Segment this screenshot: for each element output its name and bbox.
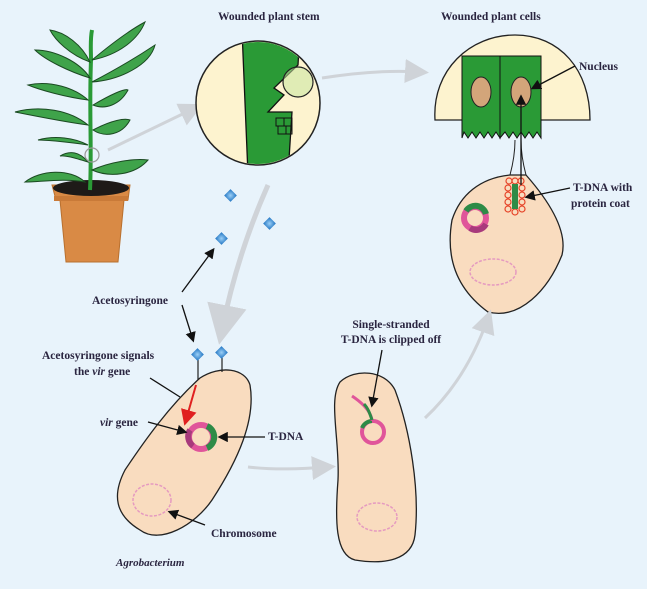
label-clipped-1: Single-stranded [352,319,430,331]
label-agrobacterium: Agrobacterium [116,557,185,569]
chromosome-coil-mid [356,502,398,532]
label-acetosyringone: Acetosyringone [92,295,169,307]
label-vir-gene-post: gene [112,417,139,429]
title-wounded-plant-stem: Wounded plant stem [218,11,320,23]
label-vir-gene: vir gene [100,416,138,430]
agrobacterium-cell [116,346,252,536]
label-vir-gene-it: vir [100,417,113,429]
bacterium-clipping [333,372,417,563]
acetosyringone-molecules [215,189,276,245]
pointer-arrows [147,65,576,526]
label-clipped-2: T-DNA is clipped off [340,334,442,346]
label-tdna-protein-coat-1: T-DNA with [573,182,633,194]
potted-plant [14,20,156,263]
label-chromosome: Chromosome [211,528,277,540]
label-signals-post: gene [105,366,131,378]
chromosome-coil [469,258,517,286]
process-arrow-to-middle-bacterium [247,456,336,481]
label-tdna-protein-coat-2: protein coat [571,198,630,210]
title-wounded-plant-cells: Wounded plant cells [441,11,541,23]
label-signals-2: the vir gene [74,365,130,379]
label-signals-vir: vir [92,366,105,378]
process-arrow-to-plant-cell [423,309,495,420]
label-signals-1: Acetosyringone signals [42,350,155,362]
bacterium-transferring [449,174,564,314]
vir-signal-arrow [181,384,197,426]
wounded-plant-cells [434,34,591,176]
label-nucleus: Nucleus [579,61,618,73]
process-arrow-to-bacterium [207,183,271,345]
nucleus-left [470,76,492,108]
chromosome-coil-agro [132,483,172,517]
wounded-stem-magnified [195,40,321,166]
label-tdna: T-DNA [268,431,304,443]
wound-site-marker [84,147,100,163]
plant-stem [88,29,94,191]
plant-leaves [14,20,156,183]
label-signals-pre: the [74,366,93,378]
process-arrow-stem-to-cells [321,59,429,83]
process-arrow-plant-to-stem [107,103,204,152]
